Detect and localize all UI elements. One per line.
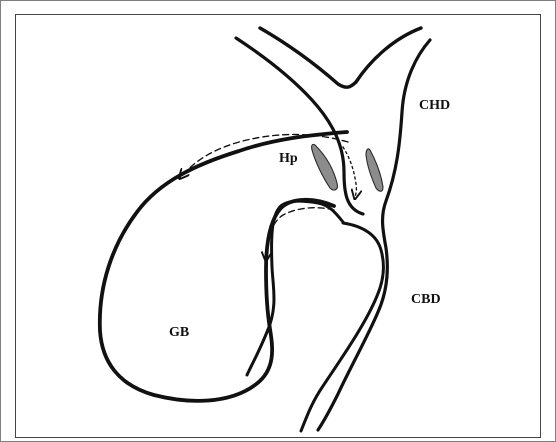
- cbd-label: CBD: [411, 292, 441, 307]
- bile-duct-system: [236, 28, 430, 431]
- gallbladder-outline-icon: [100, 132, 347, 401]
- spiral-valve-left-icon: [312, 144, 338, 190]
- spiral-valves: [312, 144, 383, 191]
- flow-arrows: [180, 134, 356, 260]
- gb-label: GB: [169, 325, 189, 340]
- hp-label: Hp: [279, 151, 298, 166]
- hepatic-duct-left-outline-icon: [236, 38, 363, 214]
- cystic-junction-outline-icon: [247, 201, 343, 375]
- spiral-valve-right-icon: [366, 149, 383, 191]
- chd-label: CHD: [419, 98, 450, 113]
- hepatic-duct-top-outline-icon: [260, 28, 356, 87]
- gallbladder-shape: [100, 132, 347, 401]
